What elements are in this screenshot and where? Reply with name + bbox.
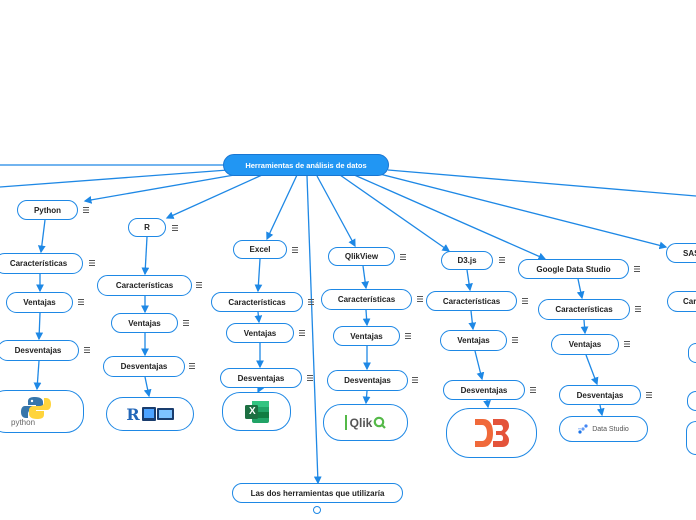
root-node[interactable]: Herramientas de análisis de datos — [223, 154, 389, 176]
menu-icon[interactable] — [83, 207, 89, 213]
qlik-logo-bar — [344, 415, 347, 430]
sas-label: SAS — [683, 248, 696, 258]
menu-icon[interactable] — [89, 260, 95, 266]
qlikview-caracteristicas[interactable]: Características — [321, 289, 412, 310]
sas-caracteristicas-label: Características — [683, 297, 696, 306]
r-logo-node[interactable]: R — [106, 397, 194, 431]
menu-icon[interactable] — [183, 320, 189, 326]
qlik-logo-node[interactable]: Qlik — [323, 404, 408, 441]
tool-node-python[interactable]: Python — [17, 200, 78, 220]
collapse-toggle-icon[interactable] — [313, 506, 321, 514]
menu-icon[interactable] — [624, 341, 630, 347]
menu-icon[interactable] — [417, 296, 423, 302]
rstudio-screens-icon — [141, 407, 174, 421]
r-desventajas[interactable]: Desventajas — [103, 356, 185, 377]
qlikview-ventajas[interactable]: Ventajas — [333, 326, 400, 346]
menu-icon[interactable] — [405, 333, 411, 339]
menu-icon[interactable] — [196, 282, 202, 288]
r-logo-icon: R — [126, 404, 140, 424]
python-caracteristicas[interactable]: Características — [0, 253, 83, 274]
d3js-ventajas[interactable]: Ventajas — [440, 330, 507, 351]
qlik-logo-text: Qlik — [349, 415, 373, 430]
data-studio-logo-node[interactable]: Data Studio — [559, 416, 648, 442]
tool-node-sas[interactable]: SAS — [666, 243, 696, 263]
sas-desventajas-partial[interactable] — [687, 391, 696, 411]
tool-node-excel[interactable]: Excel — [233, 240, 287, 259]
qlik-q-icon — [374, 416, 387, 429]
menu-icon[interactable] — [308, 299, 314, 305]
menu-icon[interactable] — [646, 392, 652, 398]
data-studio-logo-text: Data Studio — [592, 425, 629, 433]
menu-icon[interactable] — [299, 330, 305, 336]
sas-logo-partial[interactable] — [686, 421, 696, 455]
data-studio-icon — [578, 424, 588, 434]
qlikview-desventajas[interactable]: Desventajas — [327, 370, 408, 391]
d3js-desventajas[interactable]: Desventajas — [443, 380, 525, 400]
excel-logo-node[interactable]: X — [222, 392, 291, 431]
menu-icon[interactable] — [635, 306, 641, 312]
python-logo-text: python — [11, 418, 36, 427]
tool-node-qlikview[interactable]: QlikView — [328, 247, 395, 266]
excel-ventajas[interactable]: Ventajas — [226, 323, 294, 343]
python-logo-node[interactable]: python — [0, 390, 84, 433]
python-logo-icon — [21, 396, 51, 419]
gds-caracteristicas[interactable]: Características — [538, 299, 630, 320]
menu-icon[interactable] — [522, 298, 528, 304]
menu-icon[interactable] — [512, 337, 518, 343]
menu-icon[interactable] — [307, 375, 313, 381]
tool-node-d3js[interactable]: D3.js — [441, 251, 493, 270]
sas-ventajas-partial[interactable] — [688, 343, 696, 363]
menu-icon[interactable] — [634, 266, 640, 272]
python-desventajas[interactable]: Desventajas — [0, 340, 79, 361]
excel-logo-letter: X — [249, 406, 256, 417]
excel-caracteristicas[interactable]: Características — [211, 292, 303, 312]
d3-logo-icon — [474, 419, 509, 447]
r-caracteristicas[interactable]: Características — [97, 275, 192, 296]
menu-icon[interactable] — [499, 257, 505, 263]
menu-icon[interactable] — [530, 387, 536, 393]
menu-icon[interactable] — [172, 225, 178, 231]
menu-icon[interactable] — [84, 347, 90, 353]
menu-icon[interactable] — [189, 363, 195, 369]
menu-icon[interactable] — [412, 377, 418, 383]
menu-icon[interactable] — [78, 299, 84, 305]
menu-icon[interactable] — [292, 247, 298, 253]
d3-logo-node[interactable]: D3 — [446, 408, 537, 458]
tool-node-google-data-studio[interactable]: Google Data Studio — [518, 259, 629, 279]
gds-ventajas[interactable]: Ventajas — [551, 334, 619, 355]
tool-node-r[interactable]: R — [128, 218, 166, 237]
excel-logo-icon — [244, 400, 269, 423]
bottom-node[interactable]: Las dos herramientas que utilizaría — [232, 483, 403, 503]
d3js-caracteristicas[interactable]: Características — [426, 291, 517, 311]
sas-caracteristicas[interactable]: Características — [667, 291, 696, 312]
r-ventajas[interactable]: Ventajas — [111, 313, 178, 333]
menu-icon[interactable] — [400, 254, 406, 260]
gds-desventajas[interactable]: Desventajas — [559, 385, 641, 405]
excel-desventajas[interactable]: Desventajas — [220, 368, 302, 388]
python-ventajas[interactable]: Ventajas — [6, 292, 73, 313]
